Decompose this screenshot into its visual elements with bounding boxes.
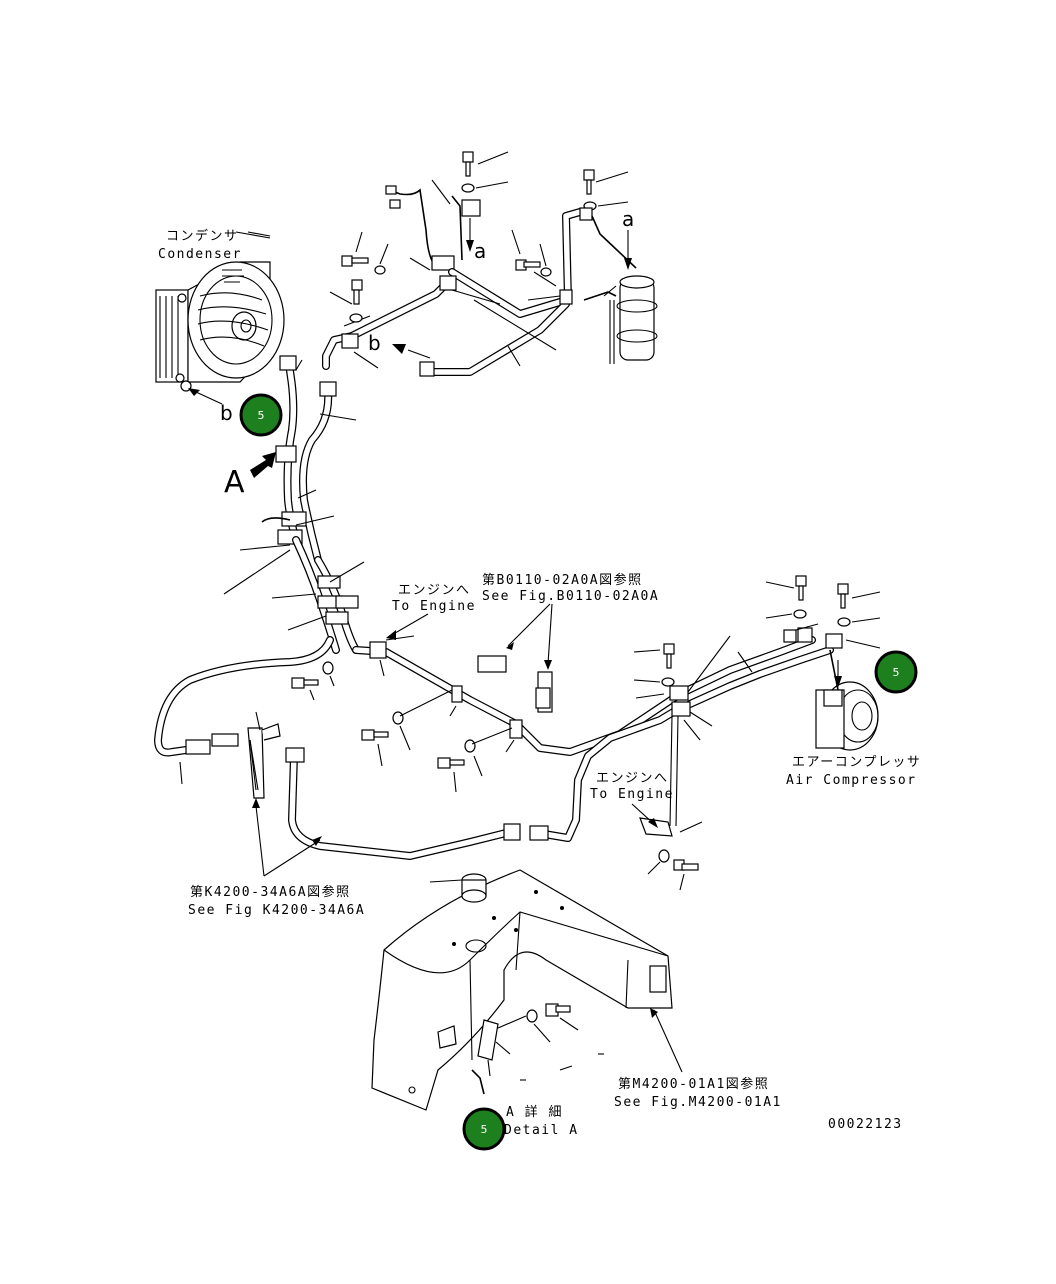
callout-b-1: b	[368, 331, 381, 355]
marker-compressor[interactable]: 5	[874, 650, 918, 694]
marker-compressor-text: 5	[893, 666, 900, 679]
condenser-assembly	[155, 231, 285, 405]
main-pipe	[291, 575, 881, 891]
receiver-group	[322, 151, 658, 377]
detail-a-label-jp: A 詳 細	[506, 1104, 563, 1120]
left-hose	[154, 636, 334, 785]
labels: コンデンサ Condenser a a b b A エンジンへ To Engin…	[158, 207, 921, 1138]
condenser-label-en: Condenser	[158, 247, 242, 262]
ref-m4200-label-en: See Fig.M4200-01A1	[614, 1095, 782, 1110]
callout-b-2: b	[220, 401, 233, 425]
marker-condenser-text: 5	[258, 409, 265, 422]
air-compressor-label-jp: エアーコンプレッサ	[792, 755, 921, 770]
marker-condenser[interactable]: 5	[239, 393, 283, 437]
to-engine-label-jp-2: エンジンへ	[596, 771, 669, 786]
air-compressor	[815, 649, 879, 751]
condenser-hoses	[223, 355, 365, 654]
to-engine-label-en-1: To Engine	[392, 599, 476, 614]
callout-a-1: a	[474, 239, 486, 263]
ref-k4200-label-en: See Fig K4200-34A6A	[188, 903, 365, 918]
to-engine-label-en-2: To Engine	[590, 787, 674, 802]
air-compressor-label-en: Air Compressor	[786, 773, 917, 788]
to-engine-label-jp-1: エンジンへ	[398, 583, 471, 598]
drawing-number: 00022123	[828, 1117, 903, 1132]
lower-left-parts	[247, 711, 521, 860]
detail-a-label-en: Detail A	[504, 1123, 579, 1138]
ref-b0110-label-jp: 第B0110-02A0A図参照	[482, 572, 643, 588]
ref-b0110-label-en: See Fig.B0110-02A0A	[482, 589, 659, 604]
ref-m4200-label-jp: 第M4200-01A1図参照	[618, 1076, 769, 1092]
reference-arrows	[250, 344, 683, 1073]
ref-k4200-label-jp: 第K4200-34A6A図参照	[190, 884, 351, 900]
marker-detail-text: 5	[481, 1123, 488, 1136]
view-a-label: A	[224, 465, 245, 500]
marker-detail[interactable]: 5	[462, 1107, 506, 1151]
callout-a-2: a	[622, 207, 634, 231]
condenser-label-jp: コンデンサ	[166, 228, 239, 244]
fender-assembly	[371, 869, 673, 1111]
